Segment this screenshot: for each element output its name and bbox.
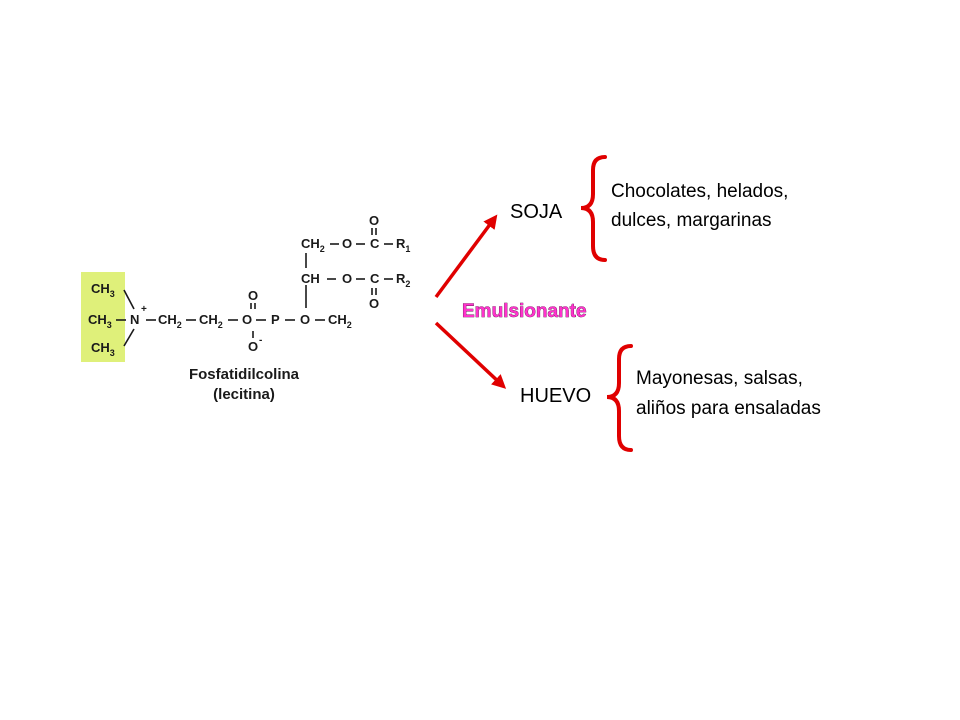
carbonyl-oxygen-2: O	[369, 296, 379, 311]
molecule-alt-name: (lecitina)	[213, 386, 275, 403]
arrow-to-huevo	[434, 321, 507, 389]
ester-oxygen-2: O	[342, 271, 352, 286]
arrow-to-soja	[434, 214, 498, 299]
carbonyl-carbon-2: C	[370, 271, 380, 286]
ch2-1: CH2	[158, 312, 182, 330]
ch2-glycerol-top: CH2	[301, 236, 325, 254]
ester-oxygen-1: O	[342, 236, 352, 251]
methyl-middle: CH3	[88, 312, 112, 330]
phosphatidylcholine-structure: CH3 CH3 CH3 N + CH2 CH2 O P O O - O	[81, 213, 410, 403]
huevo-uses-line-1: Mayonesas, salsas,	[636, 368, 803, 389]
carbonyl-oxygen-1: O	[369, 213, 379, 228]
charge-minus: -	[259, 335, 262, 346]
carbonyl-carbon-1: C	[370, 236, 380, 251]
methyl-top: CH3	[91, 281, 115, 299]
methyl-bottom: CH3	[91, 340, 115, 358]
acyl-chain-r1: R1	[396, 236, 410, 254]
nitrogen: N	[130, 312, 139, 327]
phosphorus: P	[271, 312, 280, 327]
acyl-chain-r2: R2	[396, 271, 410, 289]
phosphate-oxygen-top: O	[248, 288, 258, 303]
ch2-3: CH2	[328, 312, 352, 330]
source-soja: SOJA	[510, 201, 563, 223]
charge-plus: +	[141, 304, 147, 315]
soja-uses-line-1: Chocolates, helados,	[611, 181, 788, 202]
source-huevo: HUEVO	[520, 385, 591, 407]
oxygen-2: O	[300, 312, 310, 327]
huevo-uses-line-2: aliños para ensaladas	[636, 398, 821, 419]
choline-methyl-highlight	[81, 272, 125, 362]
ch-glycerol-middle: CH	[301, 271, 320, 286]
brace-soja	[580, 155, 607, 262]
phosphate-oxygen-bottom: O	[248, 339, 258, 354]
ch2-2: CH2	[199, 312, 223, 330]
soja-uses-line-2: dulces, margarinas	[611, 210, 772, 231]
oxygen-1: O	[242, 312, 252, 327]
brace-huevo	[606, 344, 633, 452]
molecule-name: Fosfatidilcolina	[189, 366, 300, 383]
emulsifier-label: Emulsionante	[462, 301, 587, 322]
